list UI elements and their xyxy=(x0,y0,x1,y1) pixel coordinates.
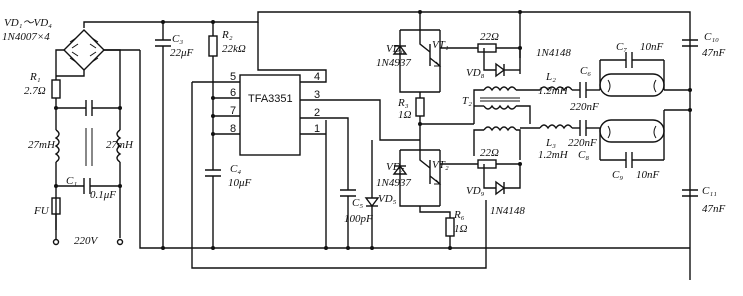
label-mains: 220V xyxy=(74,235,99,247)
label-pin3: 3 xyxy=(314,89,320,101)
ground-rail xyxy=(104,49,690,249)
fuse xyxy=(51,197,124,246)
label-r1: R₁ xyxy=(29,71,41,83)
label-vd9: VD₉ xyxy=(466,185,485,197)
label-bridge-type: 1N4007×4 xyxy=(2,31,50,43)
label-c8-value: 220nF xyxy=(568,137,597,149)
label-l3-value: 1.2mH xyxy=(538,149,569,161)
label-vd7-type: 1N4937 xyxy=(376,177,411,189)
label-c8: C₈ xyxy=(578,149,589,161)
label-c11: C₁₁ xyxy=(702,185,717,197)
label-r2: R₂ xyxy=(221,29,233,41)
label-c9: C₉ xyxy=(612,169,623,181)
label-r3: R₃ xyxy=(397,97,409,109)
label-c5: C₅ xyxy=(352,197,363,209)
label-c7: C₇ xyxy=(616,41,627,53)
ic-tfa3351 xyxy=(191,22,487,269)
label-r2-value: 22kΩ xyxy=(222,43,246,55)
label-diode-type-top: 1N4148 xyxy=(536,47,571,59)
label-vd7: VD₇ xyxy=(386,161,405,173)
label-c7-value: 10nF xyxy=(640,41,664,53)
label-pin2: 2 xyxy=(314,107,320,119)
label-ic-name: TFA3351 xyxy=(248,93,293,105)
component-labels: VD₁～VD₄ 1N4007×4 R₁ 2.7Ω 27mH 27mH C₁ 0.… xyxy=(2,17,726,247)
label-c10: C₁₀ xyxy=(704,31,719,43)
label-r6: R₆ xyxy=(453,209,465,221)
lower-stage xyxy=(392,149,521,237)
x-capacitor xyxy=(56,100,120,116)
capacitor-c4 xyxy=(205,169,221,200)
label-r1-value: 2.7Ω xyxy=(24,85,46,97)
label-c1: C₁ xyxy=(66,175,77,187)
label-bridge-diodes: VD₁～VD₄ xyxy=(4,17,52,29)
label-r5: 22Ω xyxy=(480,147,499,159)
label-r4: 22Ω xyxy=(480,31,499,43)
label-c4: C₄ xyxy=(230,163,241,175)
label-vd8: VD₈ xyxy=(466,67,485,79)
label-c3: C₃ xyxy=(172,33,183,45)
label-pin4: 4 xyxy=(314,71,320,83)
label-l-right: 27mH xyxy=(106,139,134,151)
label-pin8: 8 xyxy=(230,123,236,135)
label-c10-value: 47nF xyxy=(702,47,726,59)
label-c1-value: 0.1μF xyxy=(90,189,116,201)
label-c11-value: 47nF xyxy=(702,203,726,215)
bridge-rectifier xyxy=(55,29,121,120)
label-vt2: VT₂ xyxy=(432,159,449,171)
label-pin5: 5 xyxy=(230,71,236,83)
upper-stage xyxy=(392,29,521,125)
label-c5-value: 100pF xyxy=(344,213,373,225)
label-l2: L₂ xyxy=(545,71,556,83)
label-l2-value: 1.2mH xyxy=(538,85,569,97)
lamps xyxy=(599,52,690,168)
label-vd6: VD₆ xyxy=(386,43,405,55)
label-r6-value: 1Ω xyxy=(454,223,468,235)
label-fuse: FU xyxy=(33,205,50,217)
transformer-t2 xyxy=(419,86,540,160)
junctions xyxy=(54,10,692,250)
label-c6-value: 220nF xyxy=(570,101,599,113)
label-c4-value: 10μF xyxy=(228,177,252,189)
capacitor-c5 xyxy=(340,189,356,248)
label-pin6: 6 xyxy=(230,87,236,99)
label-l3: L₃ xyxy=(545,137,556,149)
capacitor-c3 xyxy=(155,39,171,56)
resistor-r1 xyxy=(51,79,61,120)
label-pin7: 7 xyxy=(230,105,236,117)
label-c9-value: 10nF xyxy=(636,169,660,181)
chokes xyxy=(520,86,580,130)
diode-vd5 xyxy=(364,140,380,220)
label-r3-value: 1Ω xyxy=(398,109,412,121)
label-vt1: VT₁ xyxy=(432,39,449,51)
label-diode-type-bottom: 1N4148 xyxy=(490,205,525,217)
label-t2: T₂ xyxy=(462,95,472,107)
label-c3-value: 22μF xyxy=(170,47,194,59)
resistor-r2 xyxy=(208,35,218,170)
capacitor-c1 xyxy=(56,178,120,194)
capacitors-c10-c11 xyxy=(682,39,698,197)
series-capacitors xyxy=(579,82,600,136)
label-l-left: 27mH xyxy=(28,139,56,151)
label-vd6-type: 1N4937 xyxy=(376,57,411,69)
label-vd5: VD₅ xyxy=(378,193,397,205)
label-pin1: 1 xyxy=(314,123,320,135)
label-c6: C₆ xyxy=(580,65,591,77)
